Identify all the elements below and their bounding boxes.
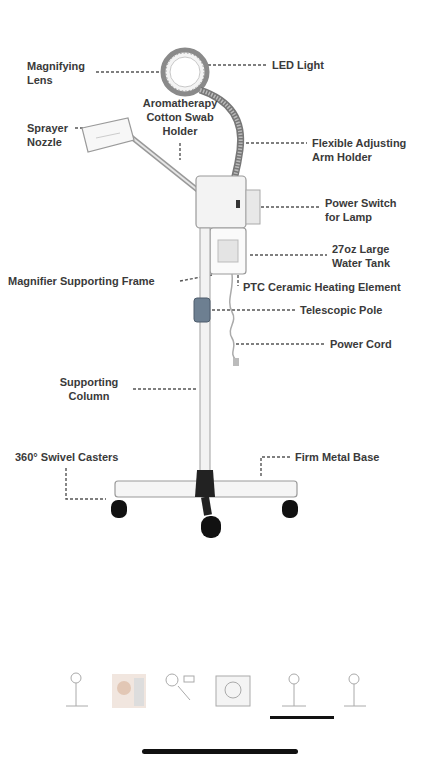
part-label: Aromatherapy Cotton Swab Holder: [135, 96, 225, 138]
part-label: Supporting Column: [48, 375, 130, 403]
part-label: Magnifying Lens: [27, 59, 99, 87]
selected-thumb-bar: [270, 716, 334, 719]
home-indicator: [142, 749, 298, 754]
caster: [201, 516, 221, 538]
part-label: Telescopic Pole: [300, 303, 420, 317]
part-label: 27oz Large Water Tank: [332, 242, 414, 270]
water-tank: [210, 228, 246, 274]
sprayer-head: [82, 118, 134, 152]
part-label: Magnifier Supporting Frame: [8, 274, 183, 288]
magnifier-lens: [163, 50, 207, 94]
telescopic-knob: [194, 298, 210, 322]
supporting-column: [200, 228, 210, 480]
part-label: Sprayer Nozzle: [27, 121, 79, 149]
caster: [111, 500, 127, 518]
power-cord: [230, 274, 236, 360]
part-label: Power Switch for Lamp: [325, 196, 409, 224]
steamer-body: [196, 176, 246, 228]
part-label: Firm Metal Base: [295, 450, 415, 464]
base-hub: [195, 470, 215, 497]
power-switch: [236, 200, 240, 208]
part-label: Flexible Adjusting Arm Holder: [312, 136, 430, 164]
sprayer-detail: [96, 133, 120, 138]
sprayer-rod: [130, 136, 205, 196]
heating-element: [218, 240, 238, 262]
part-label: 360° Swivel Casters: [15, 450, 145, 464]
front-leg: [205, 497, 208, 515]
sprayer-rod-shine: [130, 136, 205, 196]
side-cap: [246, 190, 260, 224]
part-label: PTC Ceramic Heating Element: [243, 280, 433, 294]
caster: [282, 500, 298, 518]
power-plug: [233, 358, 239, 366]
part-label: LED Light: [272, 58, 392, 72]
thumbnail-strip: [66, 673, 366, 708]
part-label: Power Cord: [330, 337, 430, 351]
